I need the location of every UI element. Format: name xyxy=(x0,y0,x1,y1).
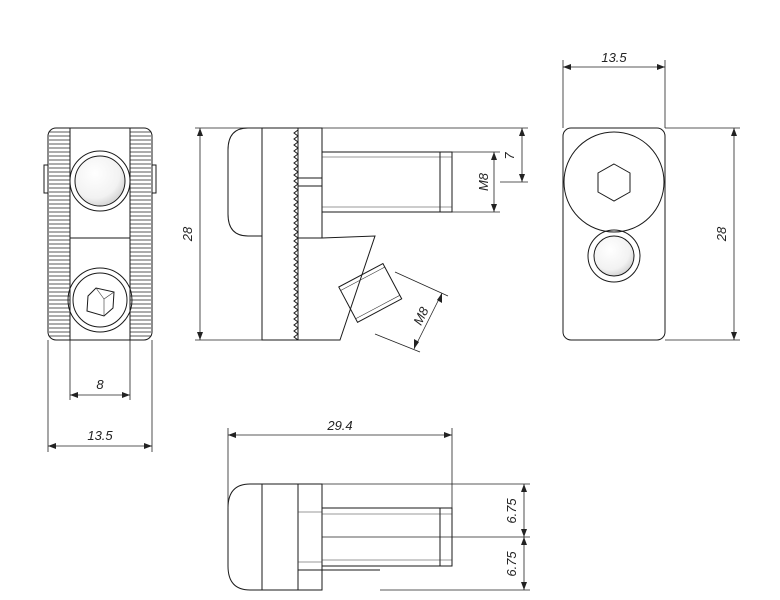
dim-right-height-label: 28 xyxy=(714,226,729,242)
side-serrated-jaw xyxy=(293,129,299,341)
dim-m8-angled-arrow-top xyxy=(437,293,442,303)
side-angled-bolt-shank xyxy=(338,262,403,324)
side-angled-bolt xyxy=(338,262,403,324)
dim-right-width-label: 13.5 xyxy=(601,50,627,65)
side-cap-outline xyxy=(227,127,262,237)
front-lower-socket-outer xyxy=(67,267,133,333)
dim-675-lower-label: 6.75 xyxy=(504,551,519,577)
top-jaw-outline xyxy=(297,483,323,591)
side-body-outline xyxy=(261,127,299,341)
side-wedge-outline xyxy=(297,235,376,341)
dim-675-arrow-mid-up xyxy=(521,529,527,537)
dim-675-arrow-top xyxy=(521,484,527,492)
front-upper-boss-inner xyxy=(74,155,126,207)
side-view: 28 M8 7 M8 xyxy=(180,127,528,353)
side-upper-bolt-shank xyxy=(321,151,453,213)
right-hex-socket-icon xyxy=(597,163,631,202)
side-mid-jaw xyxy=(297,185,323,239)
side-angled-bolt-thread-top xyxy=(340,266,385,291)
dim-m8-angled-ext-bottom xyxy=(374,333,421,353)
front-knurl-right xyxy=(130,131,151,337)
dim-top-length-label: 29.4 xyxy=(326,418,352,433)
front-stub-right xyxy=(151,164,157,194)
dim-7-label: 7 xyxy=(502,152,517,160)
dim-m8-angled-line xyxy=(413,292,443,350)
dim-right-width-arrow-right xyxy=(657,64,665,70)
dim-side-height-arrow-bottom xyxy=(197,332,203,340)
dim-front-width-label: 13.5 xyxy=(87,428,113,443)
dim-675-upper-label: 6.75 xyxy=(504,498,519,524)
side-upper-jaw xyxy=(297,127,323,179)
dim-side-height-label: 28 xyxy=(180,226,195,242)
front-view: 8 13.5 xyxy=(43,127,157,452)
front-inner-block xyxy=(69,127,131,341)
dim-front-width-arrow-right xyxy=(144,443,152,449)
dim-right-width-arrow-left xyxy=(563,64,571,70)
right-view: 13.5 28 xyxy=(562,50,740,341)
dim-675-arrow-mid-down xyxy=(521,537,527,545)
dim-top-length-arrow-left xyxy=(228,432,236,438)
dim-m8-upper-label: M8 xyxy=(476,172,491,191)
right-lower-bolt-outer xyxy=(587,229,641,283)
right-bolt-head xyxy=(563,131,665,233)
dim-right-height-arrow-bottom xyxy=(731,332,737,340)
dim-7-arrow-bottom xyxy=(519,174,525,182)
front-hex-edge-2 xyxy=(103,291,115,300)
dim-675-arrow-bottom xyxy=(521,582,527,590)
dim-7-arrow-top xyxy=(519,128,525,136)
front-knurl-left xyxy=(49,131,70,337)
front-upper-boss-outer xyxy=(69,150,131,212)
front-hex-edge xyxy=(95,287,105,300)
dim-right-height-arrow-top xyxy=(731,128,737,136)
dim-m8-angled-ext-top xyxy=(394,271,449,297)
dim-8-arrow-right xyxy=(122,392,130,398)
dim-m8-angled-arrow-bottom xyxy=(414,339,419,349)
dim-front-width-arrow-left xyxy=(48,443,56,449)
side-angled-bolt-thread-bottom xyxy=(355,295,400,320)
dim-m8-upper-arrow-bottom xyxy=(491,204,497,212)
top-body-outline xyxy=(261,483,299,591)
dim-m8-angled-label: M8 xyxy=(410,304,432,327)
front-lower-socket-inner xyxy=(72,272,128,328)
front-stub-left xyxy=(43,164,49,194)
dim-8-label: 8 xyxy=(96,377,104,392)
dim-m8-upper-arrow-top xyxy=(491,152,497,160)
right-lower-bolt-inner xyxy=(593,235,635,277)
dim-top-length-arrow-right xyxy=(444,432,452,438)
dim-side-height-arrow-top xyxy=(197,128,203,136)
top-cap-outline xyxy=(227,483,263,591)
dim-8-arrow-left xyxy=(70,392,78,398)
top-view: 29.4 6.75 6.75 xyxy=(227,418,530,591)
